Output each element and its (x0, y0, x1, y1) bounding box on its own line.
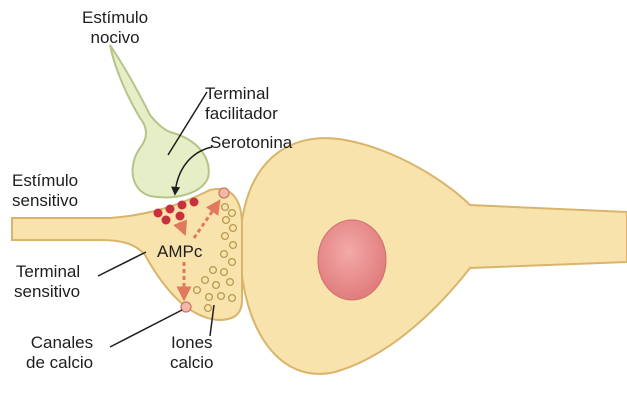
calcium-channel-bottom (181, 302, 191, 312)
leader-sensory-terminal (98, 252, 146, 276)
label-sensory-terminal: Terminal sensitivo (14, 262, 80, 302)
facilitator-terminal (110, 45, 209, 197)
label-calcium-ions: Iones calcio (170, 333, 213, 373)
label-ampc: AMPc (157, 242, 202, 262)
label-facilitator-terminal: Terminal facilitador (205, 84, 278, 124)
nucleus (318, 220, 386, 300)
label-sensory-stimulus: Estímulo sensitivo (12, 171, 78, 211)
label-serotonin: Serotonina (210, 133, 292, 153)
calcium-channel-top (219, 188, 229, 198)
label-calcium-channels: Canales de calcio (26, 333, 93, 373)
label-noxious-stimulus: Estímulo nocivo (82, 8, 148, 48)
postsynaptic-neuron (240, 138, 627, 374)
